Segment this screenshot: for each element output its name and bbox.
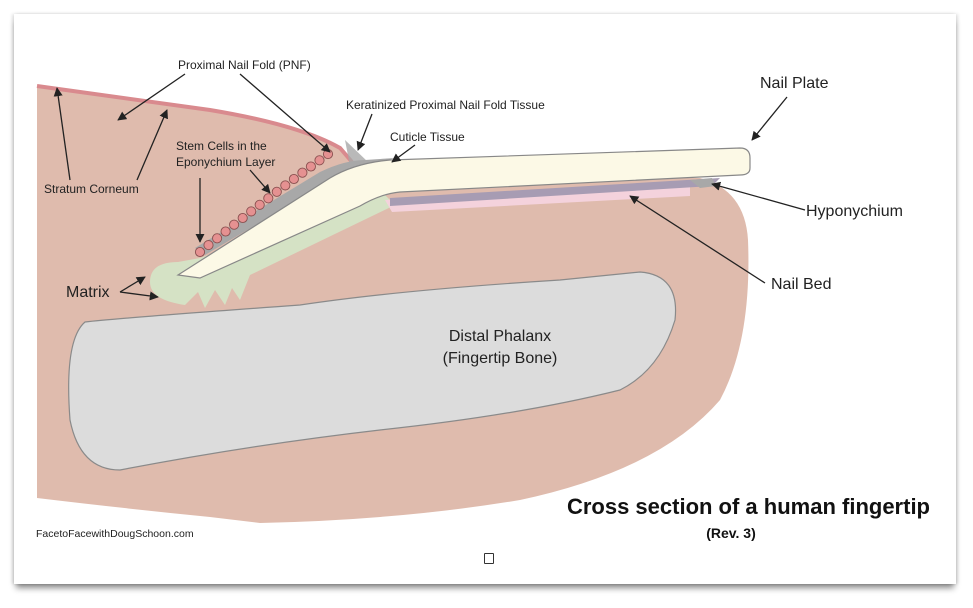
- arrow-nail-bed: [629, 195, 766, 284]
- stem-cell: [271, 186, 282, 197]
- arrow-stratum-a: [53, 87, 71, 181]
- stem-cell: [297, 167, 308, 178]
- eponychium-layer: [195, 158, 395, 255]
- stem-cell: [237, 212, 248, 224]
- stem-cell: [288, 173, 299, 185]
- matrix: [150, 190, 395, 308]
- arrow-cuticle: [391, 144, 416, 163]
- arrow-pnf-a: [117, 73, 186, 121]
- stem-cell: [194, 246, 206, 258]
- label-distal-phalanx-2: (Fingertip Bone): [443, 350, 558, 367]
- stem-cell: [246, 206, 257, 217]
- stem-cell: [280, 180, 291, 191]
- stem-cell: [305, 161, 316, 172]
- arrow-stratum-b: [136, 109, 168, 181]
- stem-cell: [203, 240, 214, 251]
- label-nail-bed: Nail Bed: [771, 276, 831, 293]
- stem-cell: [212, 233, 223, 244]
- arrow-matrix-a: [119, 276, 146, 293]
- stem-cell: [229, 219, 240, 230]
- arrow-stem-b: [249, 169, 271, 194]
- label-matrix: Matrix: [66, 284, 110, 301]
- slide-handle-icon[interactable]: [484, 553, 494, 564]
- stem-cell: [254, 199, 265, 210]
- nail-plate: [176, 147, 751, 279]
- arrow-pnf-b: [239, 73, 331, 153]
- stem-cell: [314, 155, 325, 166]
- distal-phalanx-bone: [68, 271, 677, 471]
- stem-cell: [220, 226, 231, 237]
- diagram-title: Cross section of a human fingertip: [567, 494, 930, 519]
- stem-cell: [263, 193, 274, 204]
- label-hyponychium: Hyponychium: [806, 203, 903, 220]
- label-nail-plate: Nail Plate: [760, 75, 829, 92]
- label-keratinized-tissue: Keratinized Proximal Nail Fold Tissue: [346, 98, 545, 112]
- arrow-hyponychium: [711, 181, 806, 211]
- credit-text: FacetoFacewithDougSchoon.com: [36, 528, 194, 540]
- label-proximal-nail-fold: Proximal Nail Fold (PNF): [178, 58, 311, 72]
- label-distal-phalanx-1: Distal Phalanx: [449, 328, 551, 345]
- label-stratum-corneum: Stratum Corneum: [44, 182, 139, 196]
- hyponychium: [690, 178, 716, 188]
- arrow-keratinized: [356, 113, 373, 151]
- label-cuticle-tissue: Cuticle Tissue: [390, 130, 465, 144]
- nail-underside: [390, 178, 720, 206]
- stratum-corneum: [36, 84, 354, 164]
- arrow-nail-plate: [751, 96, 788, 141]
- keratinized-tissue: [345, 140, 368, 166]
- diagram-revision: (Rev. 3): [706, 525, 756, 541]
- label-stem-cells-1: Stem Cells in the: [176, 139, 267, 153]
- arrow-matrix-b: [119, 291, 159, 301]
- label-stem-cells-2: Eponychium Layer: [176, 155, 275, 169]
- stem-cells: [194, 149, 334, 258]
